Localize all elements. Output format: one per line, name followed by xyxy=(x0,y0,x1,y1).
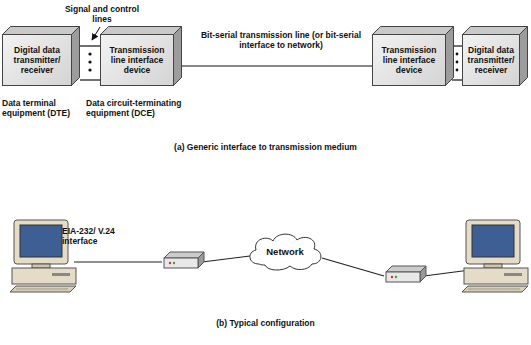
annotation: EIA-232/ V.24 interface xyxy=(62,226,132,246)
node-text: Digital data transmitter/ receiver xyxy=(467,45,515,75)
device-box: Transmission line interface device xyxy=(100,34,174,86)
transmission-line xyxy=(182,65,372,66)
signal-line xyxy=(452,79,462,80)
annotation: (a) Generic interface to transmission me… xyxy=(0,142,531,152)
annotation: Data terminal equipment (DTE) xyxy=(2,98,82,118)
device-box: Digital data transmitter/ receiver xyxy=(2,34,72,86)
node-text: Network xyxy=(266,246,303,257)
annotation: Bit-serial transmission line (or bit-ser… xyxy=(196,30,366,50)
dot xyxy=(88,60,91,63)
dot xyxy=(88,52,91,55)
cable xyxy=(322,258,384,276)
cable xyxy=(424,270,470,276)
modem xyxy=(164,252,204,268)
dot xyxy=(456,53,459,56)
computer xyxy=(462,220,528,292)
cable xyxy=(202,256,250,262)
device-box: Transmission line interface device xyxy=(372,34,446,86)
network-cloud: Network xyxy=(245,230,325,272)
transmission-line xyxy=(80,45,100,46)
annotation: Data circuit-terminating equipment (DCE) xyxy=(86,98,206,118)
leader-arrow xyxy=(92,27,100,40)
annotation: Signal and control lines xyxy=(62,4,142,24)
signal-line xyxy=(80,79,100,80)
dot xyxy=(88,68,91,71)
annotation: (b) Typical configuration xyxy=(0,318,531,328)
dot xyxy=(456,69,459,72)
node-text: Digital data transmitter/ receiver xyxy=(7,45,67,75)
device-box: Digital data transmitter/ receiver xyxy=(462,34,520,86)
transmission-line xyxy=(454,45,462,46)
node-text: Transmission line interface device xyxy=(105,45,169,75)
cable xyxy=(74,261,162,262)
node-text: Transmission line interface device xyxy=(377,45,441,75)
modem xyxy=(386,266,426,282)
dot xyxy=(456,61,459,64)
